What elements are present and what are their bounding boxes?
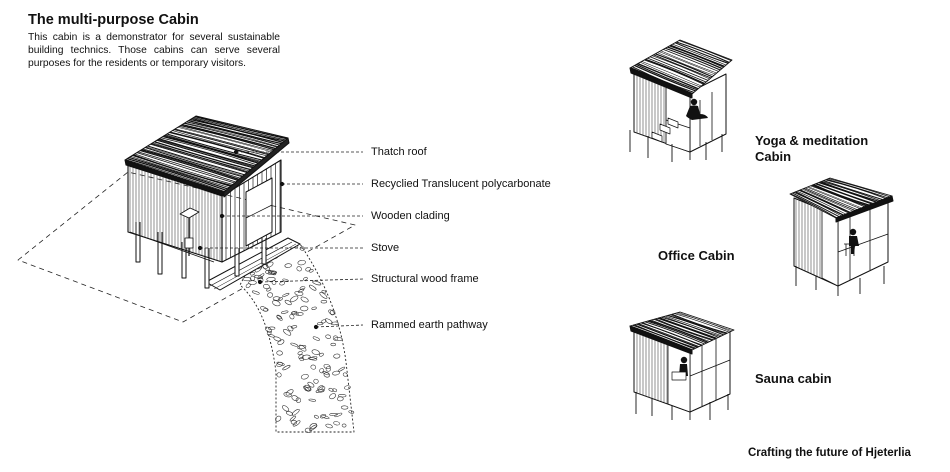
sauna-cabin-drawing	[629, 311, 735, 420]
page-title: The multi-purpose Cabin	[28, 12, 199, 28]
callout-wooden-cladding: Wooden clading	[371, 210, 450, 222]
deck-platform	[205, 237, 301, 291]
stove-icon	[179, 207, 200, 256]
sauna-cabin-label: Sauna cabin	[755, 371, 832, 386]
callout-rammed-earth: Rammed earth pathway	[371, 319, 488, 331]
yoga-cabin-label-line2: Cabin	[755, 149, 792, 164]
callout-structural-frame: Structural wood frame	[371, 273, 479, 285]
footer-tagline: Crafting the future of Hjeterlia	[748, 447, 911, 459]
main-cabin-drawing	[17, 115, 364, 434]
yoga-cabin-label: Yoga & meditation Cabin	[755, 133, 868, 165]
meditating-figure	[686, 98, 708, 120]
office-cabin-label: Office Cabin	[658, 248, 735, 263]
callout-thatch-roof: Thatch roof	[371, 146, 427, 158]
yoga-cabin-label-line1: Yoga & meditation	[755, 133, 869, 148]
site-boundary-dashed	[17, 171, 356, 323]
callout-leader-lines	[200, 151, 364, 328]
description-text: This cabin is a demonstrator for several…	[28, 32, 280, 69]
thatch-roof	[124, 115, 290, 198]
yoga-cabin-drawing	[629, 39, 733, 162]
polycarbonate-window	[245, 177, 273, 247]
rammed-earth-pathway	[239, 243, 355, 434]
office-cabin-drawing	[789, 177, 894, 296]
callout-stove: Stove	[371, 242, 400, 254]
callout-polycarbonate: Recyclied Translucent polycarbonate	[371, 178, 551, 190]
